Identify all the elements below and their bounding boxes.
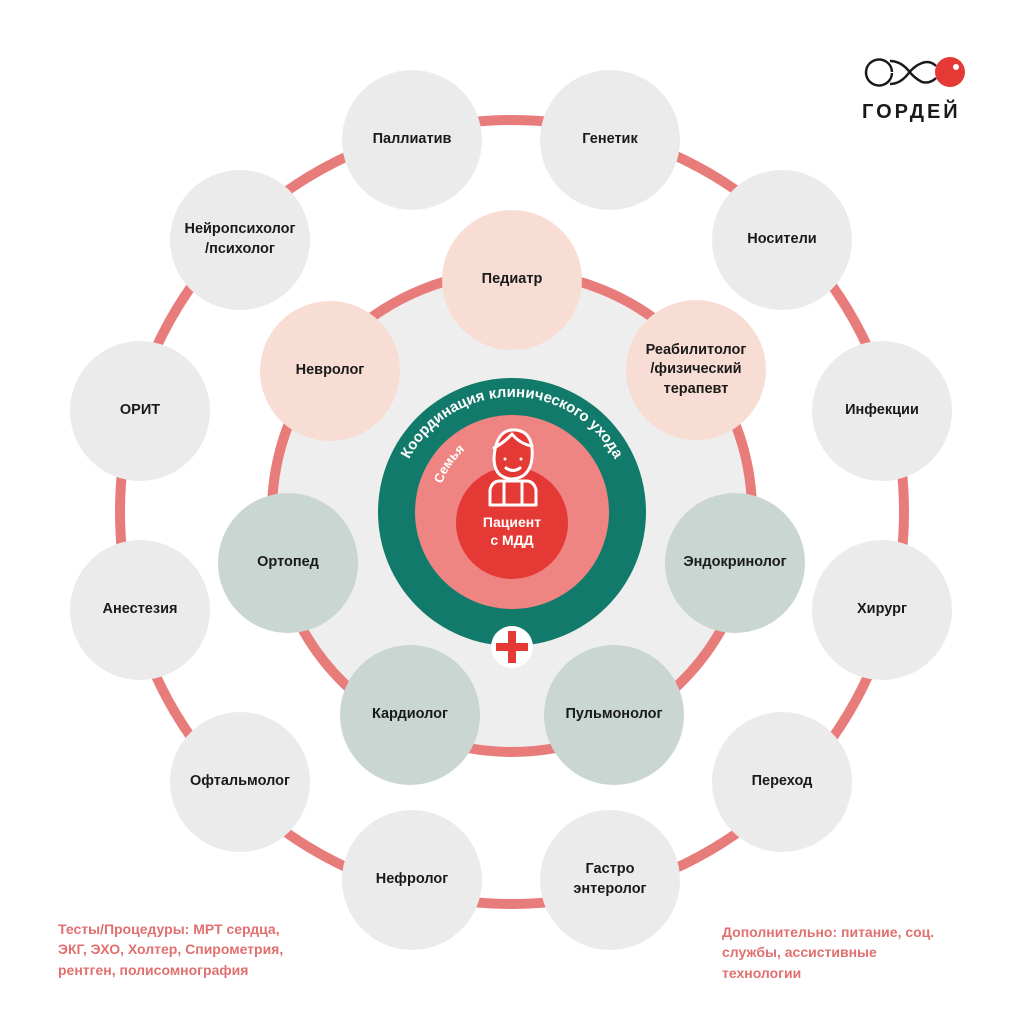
outer-node: Носители: [712, 170, 852, 310]
inner-node-label: Педиатр: [481, 271, 543, 288]
outer-node: Офтальмолог: [170, 712, 310, 852]
inner-node-label: Эндокринолог: [683, 554, 787, 571]
outer-node-label: Нейропсихолог /психолог: [184, 221, 296, 257]
medical-cross-icon: [491, 626, 533, 668]
outer-node-label: Нефролог: [375, 871, 449, 888]
outer-ring: [115, 115, 909, 909]
outer-node-label: Переход: [751, 773, 813, 790]
inner-node: Реабилитолог /физический терапевт: [626, 300, 766, 440]
inner-node-label: Невролог: [295, 362, 365, 379]
outer-node-label: Офтальмолог: [189, 773, 290, 790]
inner-node: Педиатр: [442, 210, 582, 350]
person-icon: [488, 428, 538, 507]
inner-node: Кардиолог: [340, 645, 480, 785]
outer-node-label: Носители: [747, 231, 817, 248]
outer-node: Паллиатив: [342, 70, 482, 210]
outer-node: Генетик: [540, 70, 680, 210]
inner-node-label: Пульмонолог: [565, 706, 663, 723]
patient-core: [456, 467, 568, 579]
patient-label-line1: Пациент: [483, 514, 541, 530]
inner-node-label: Ортопед: [257, 554, 319, 571]
patient-label-line2: с МДД: [490, 532, 533, 548]
outer-node: Гастро энтеролог: [540, 810, 680, 950]
outer-node-label: Хирург: [856, 601, 908, 618]
outer-node: Нейропсихолог /психолог: [170, 170, 310, 310]
outer-node-label: Анестезия: [102, 601, 178, 618]
outer-node-label: Генетик: [582, 131, 638, 148]
inner-node: Невролог: [260, 301, 400, 441]
inner-node: Ортопед: [218, 493, 358, 633]
inner-node: Эндокринолог: [665, 493, 805, 633]
outer-node-label: Гастро энтеролог: [573, 861, 647, 897]
outer-node: ОРИТ: [70, 341, 210, 481]
outer-node: Анестезия: [70, 540, 210, 680]
inner-node-label: Реабилитолог /физический терапевт: [645, 341, 747, 397]
patient-label: Пациент с МДД: [483, 514, 541, 548]
outer-node: Хирург: [812, 540, 952, 680]
inner-node-label: Кардиолог: [371, 706, 449, 723]
outer-node-label: Инфекции: [845, 402, 919, 419]
outer-node: Нефролог: [342, 810, 482, 950]
outer-node-label: ОРИТ: [119, 402, 161, 419]
tests-note: Тесты/Процедуры: МРТ сердца, ЭКГ, ЭХО, Х…: [58, 921, 284, 978]
inner-node: Пульмонолог: [544, 645, 684, 785]
outer-node: Инфекции: [812, 341, 952, 481]
balloon-logo-icon: [864, 57, 965, 87]
logo-wordmark: ГОРДЕЙ: [862, 101, 961, 123]
extra-note: Дополнительно: питание, соц. службы, асс…: [722, 924, 935, 981]
outer-node-label: Паллиатив: [372, 131, 452, 148]
outer-node: Переход: [712, 712, 852, 852]
